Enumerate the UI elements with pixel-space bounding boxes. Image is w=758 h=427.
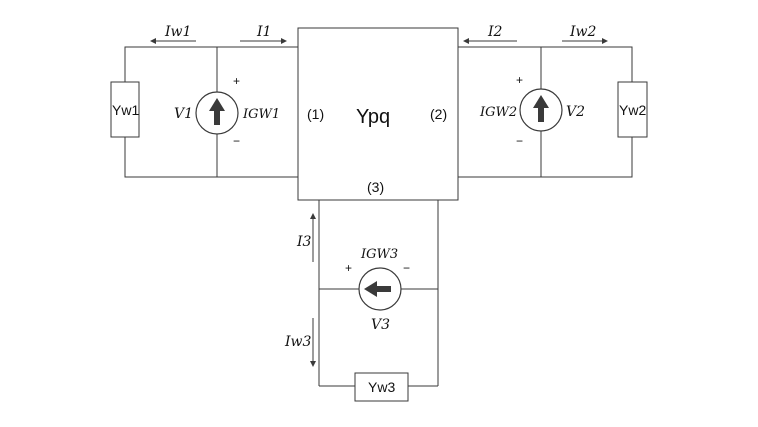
- network-block-ypq: [297, 27, 459, 201]
- admittance-yw1-box: [110, 81, 140, 138]
- branch-2-bottom-wire: [458, 137, 633, 178]
- source-1-minus-sign: −: [233, 134, 240, 148]
- voltage-v1-label: V1: [174, 106, 193, 122]
- branch-2-top-wire: [458, 46, 633, 82]
- port-1-label: (1): [307, 106, 324, 122]
- admittance-yw2-label: Yw2: [619, 102, 646, 118]
- current-iw1-left-arrow-icon: [150, 38, 196, 44]
- source-3-left-arrow-icon: [364, 281, 391, 297]
- source-2-up-arrow-icon: [533, 95, 549, 122]
- source-3-plus-sign: +: [345, 261, 352, 275]
- source-2-minus-sign: −: [516, 134, 523, 148]
- current-iw3-down-arrow-icon: [310, 318, 316, 367]
- branch-1-top-wire: [124, 46, 298, 82]
- admittance-yw3-box: [354, 372, 409, 402]
- current-igw1-label: IGW1: [242, 107, 280, 122]
- branch-1-bottom-wire: [124, 137, 298, 178]
- branch-2: Yw2 + − IGW2 V2 I2 Iw2: [458, 24, 648, 178]
- branch-3: Yw3 + − IGW3 V3 I3 Iw3: [284, 200, 439, 402]
- current-igw3-label: IGW3: [360, 247, 398, 262]
- current-i1-right-arrow-icon: [240, 38, 287, 44]
- voltage-v2-label: V2: [566, 104, 585, 120]
- network-label: Ypq: [356, 106, 390, 128]
- admittance-yw3-label: Yw3: [368, 379, 395, 395]
- current-iw3-label: Iw3: [284, 334, 312, 350]
- current-i2-left-arrow-icon: [463, 38, 517, 44]
- source-1-up-arrow-icon: [209, 98, 225, 125]
- admittance-yw2-box: [617, 81, 648, 138]
- current-iw2-right-arrow-icon: [562, 38, 608, 44]
- current-iw1-label: Iw1: [164, 24, 191, 40]
- port-3-label: (3): [367, 179, 384, 195]
- source-3-minus-sign: −: [403, 261, 410, 275]
- current-iw2-label: Iw2: [569, 24, 597, 40]
- voltage-v3-label: V3: [371, 317, 390, 333]
- current-i1-label: I1: [256, 24, 271, 40]
- current-i3-up-arrow-icon: [310, 213, 316, 262]
- current-i3-label: I3: [296, 234, 312, 250]
- current-i2-label: I2: [487, 24, 503, 40]
- source-2-plus-sign: +: [516, 73, 523, 87]
- current-igw2-label: IGW2: [479, 105, 517, 120]
- branch-1: Yw1 + − V1 IGW1 Iw1 I1: [110, 24, 298, 178]
- source-1-plus-sign: +: [233, 74, 240, 88]
- port-2-label: (2): [430, 106, 447, 122]
- admittance-yw1-label: Yw1: [112, 102, 139, 118]
